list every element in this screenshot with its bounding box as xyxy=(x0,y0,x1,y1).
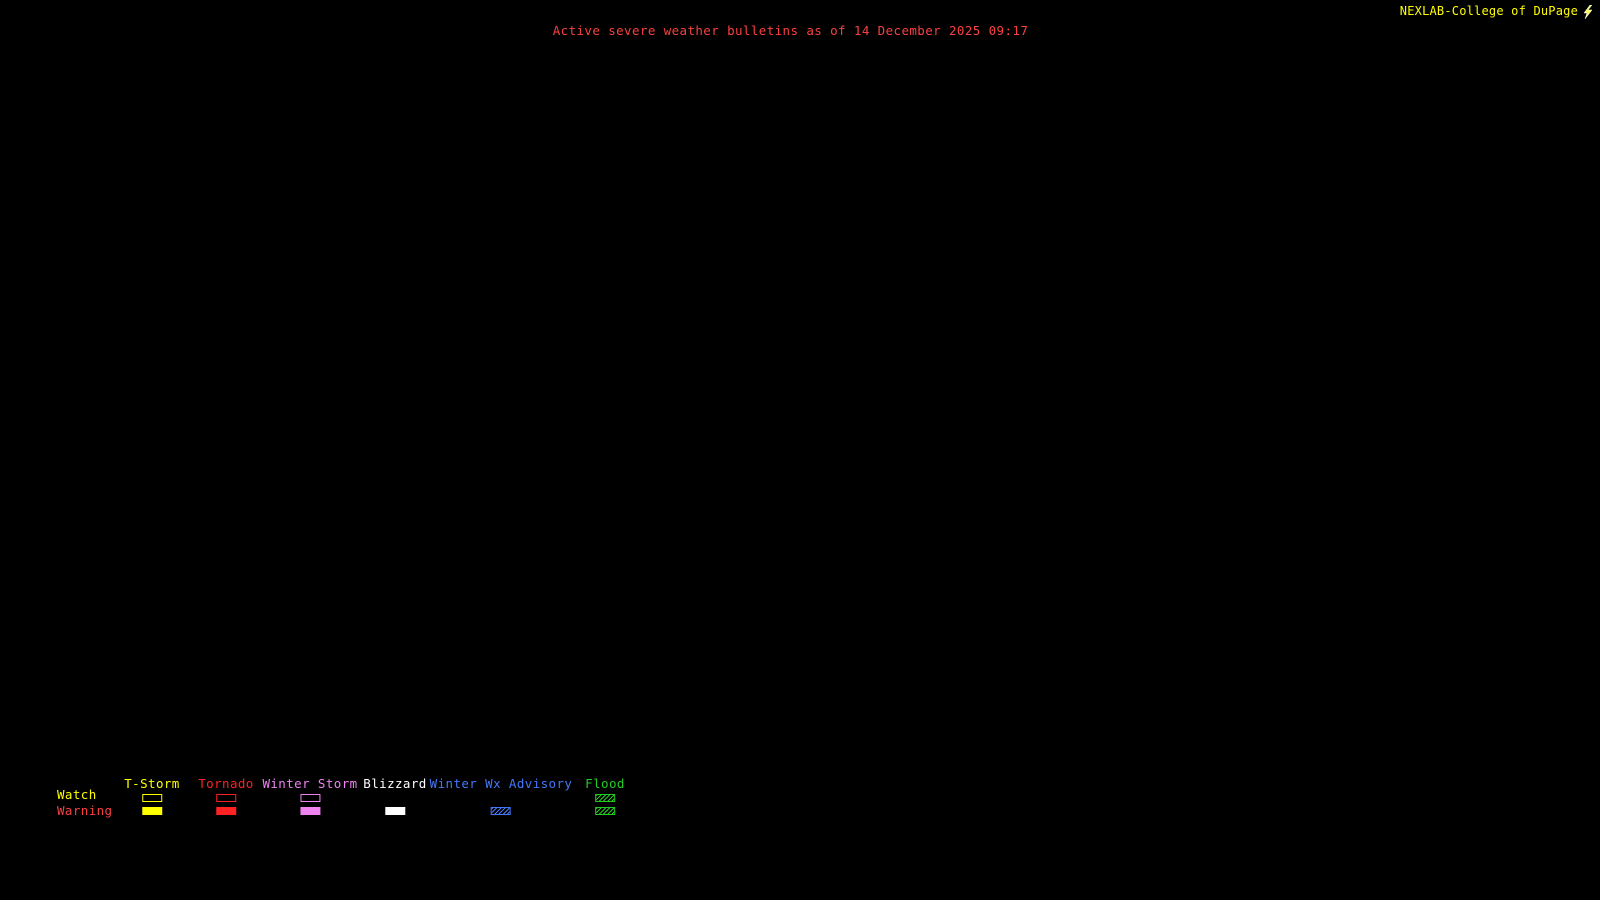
credit-line: NEXLAB-College of DuPage xyxy=(1399,4,1594,20)
page-title: Active severe weather bulletins as of 14… xyxy=(552,23,1029,38)
lightning-bolt-icon xyxy=(1582,4,1594,20)
credit-text: NEXLAB-College of DuPage xyxy=(1399,4,1578,18)
